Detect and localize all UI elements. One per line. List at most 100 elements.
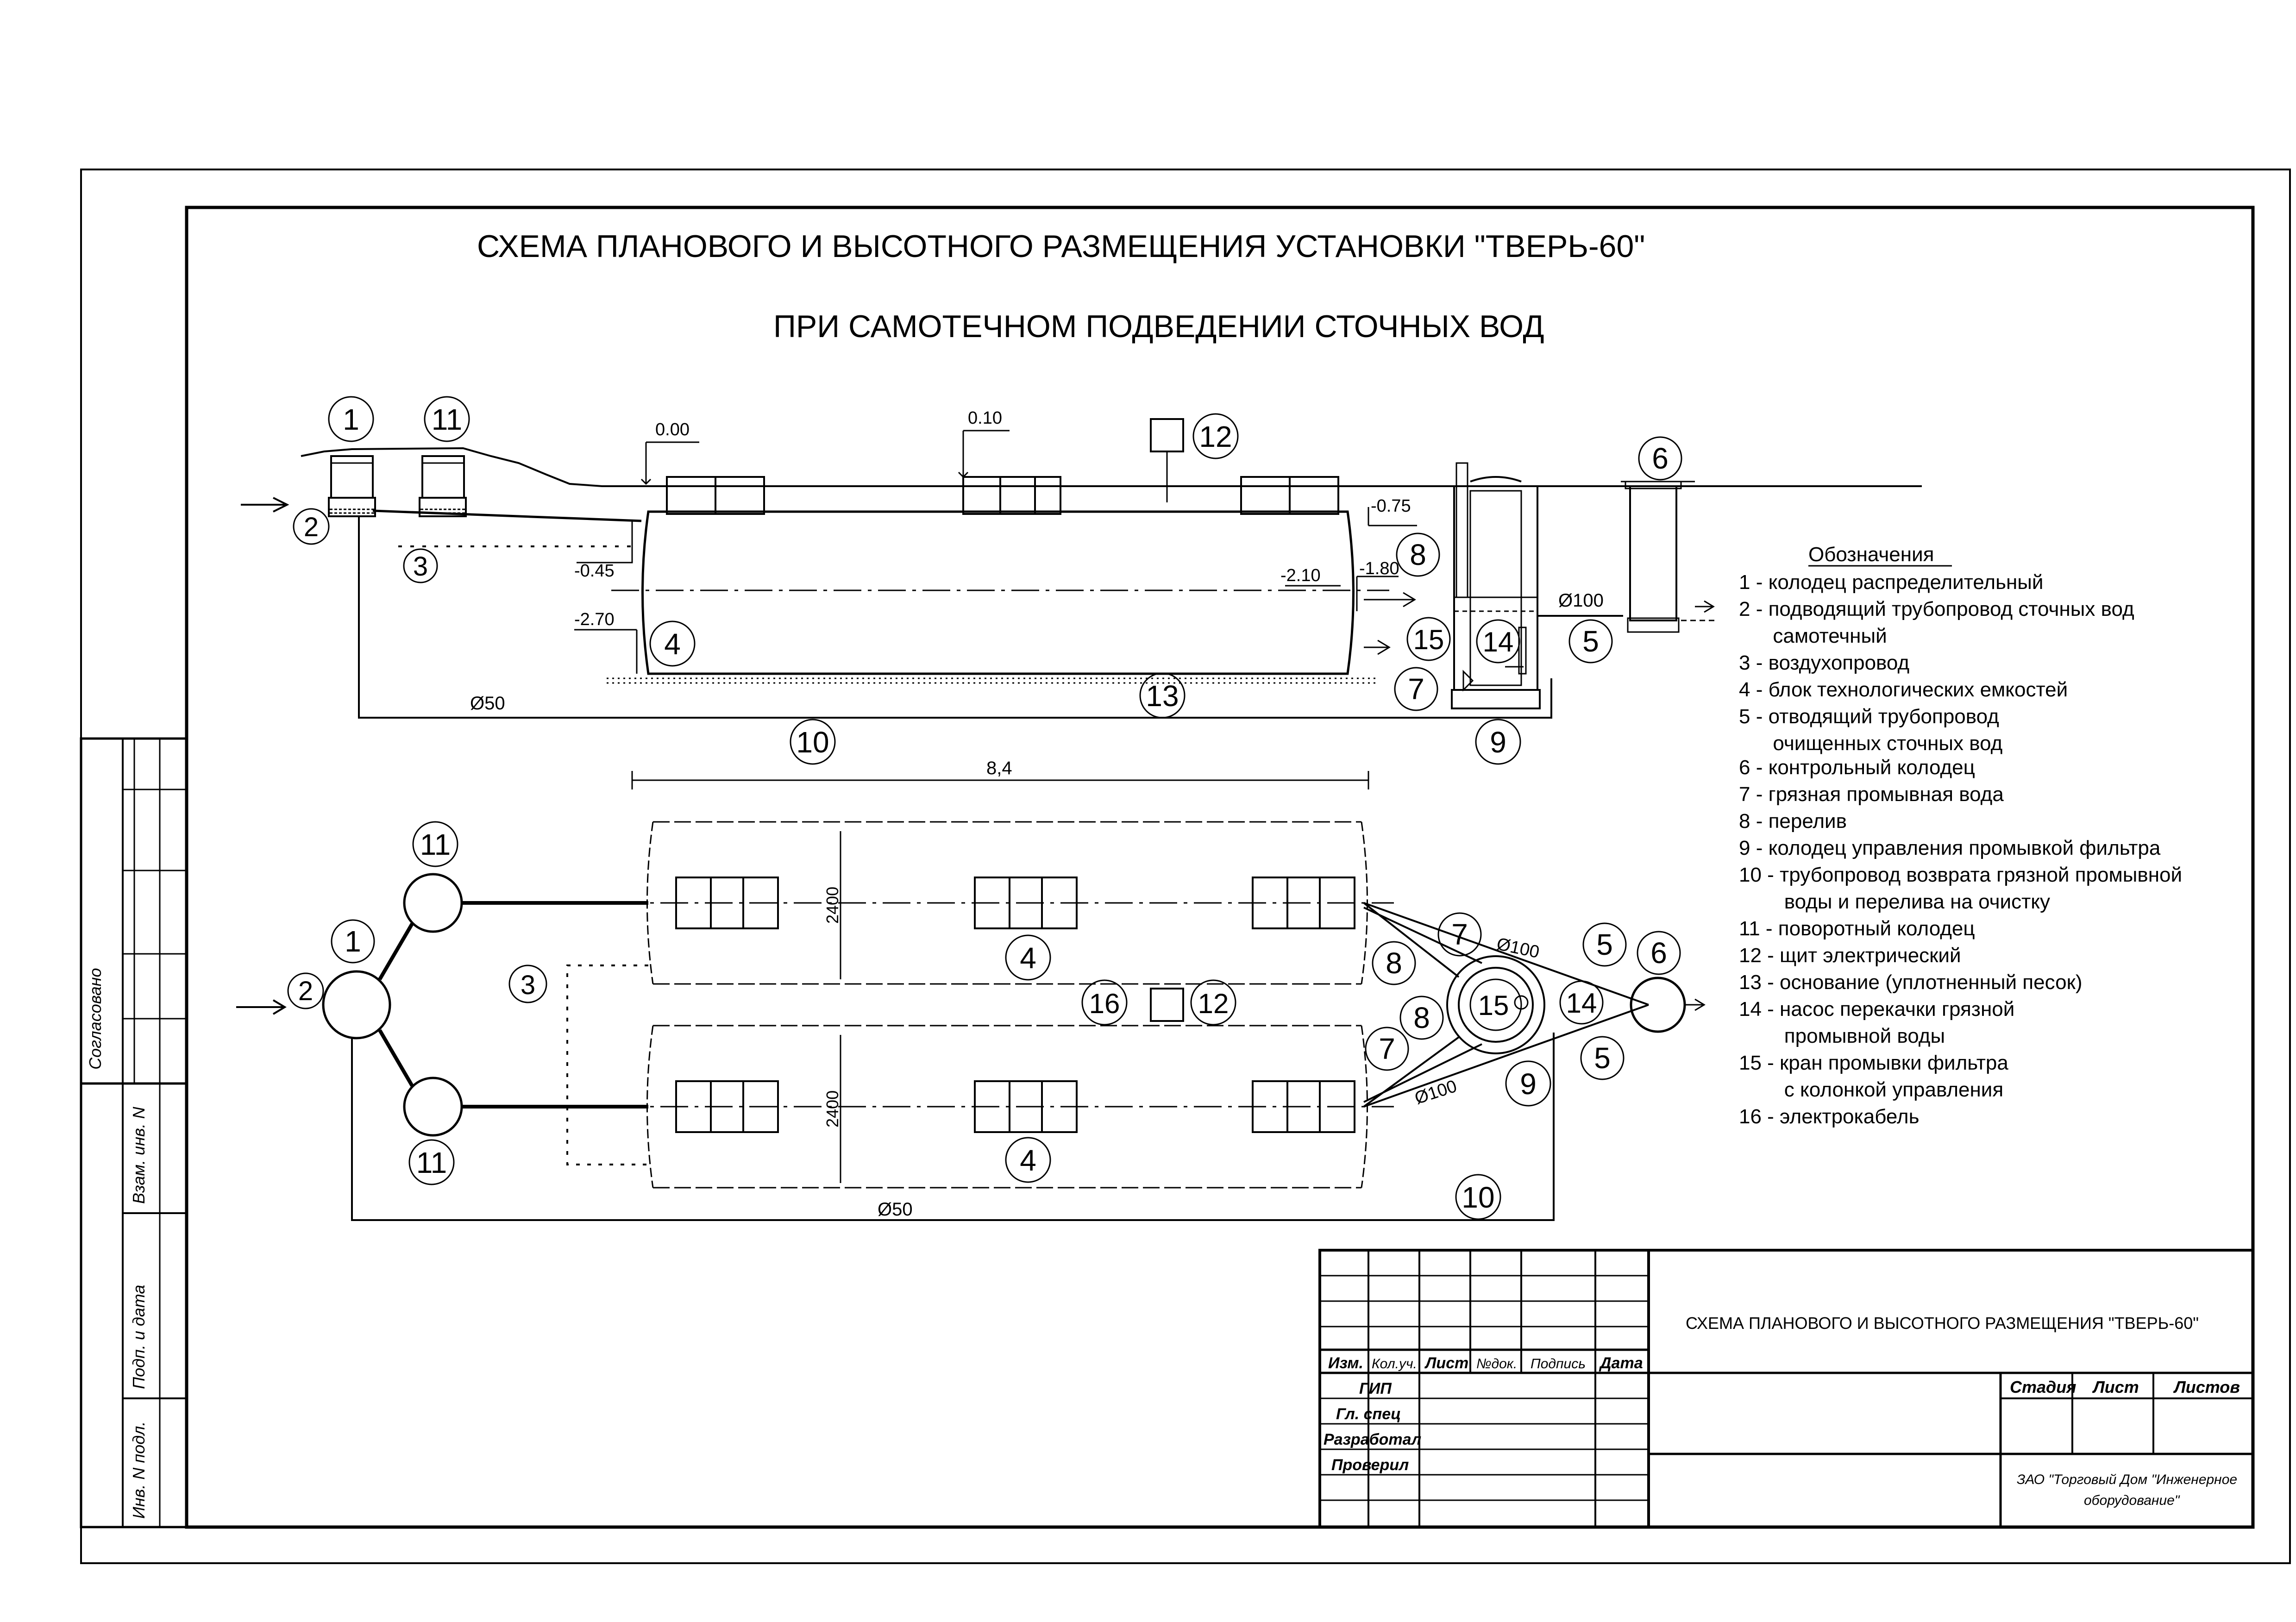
svg-text:4: 4 [664, 627, 681, 661]
callout-5-elev: 5 [1568, 619, 1613, 664]
level-minus-2-10: -2.10 [1280, 566, 1321, 585]
svg-text:1: 1 [345, 925, 361, 958]
turning-well-11 [419, 455, 467, 517]
tb-sheets: Листов [2173, 1378, 2240, 1397]
callout-4-plan-top: 4 [1005, 934, 1051, 981]
callout-1-plan: 1 [331, 919, 375, 964]
svg-text:13: 13 [1146, 679, 1179, 713]
callout-8-plan-bottom: 8 [1399, 996, 1444, 1040]
svg-text:5: 5 [1582, 625, 1599, 658]
legend-line: промывной воды [1739, 1025, 1945, 1047]
svg-text:12: 12 [1199, 420, 1232, 453]
callout-2-elev: 2 [293, 508, 330, 545]
svg-text:12: 12 [1198, 988, 1229, 1019]
callout-4-plan-bottom: 4 [1005, 1137, 1051, 1183]
callout-6-plan: 6 [1637, 931, 1681, 975]
svg-text:1: 1 [343, 403, 359, 436]
callout-9-elev: 9 [1475, 719, 1521, 765]
title-block: Изм. Кол.уч. Лист №док. Подпись Дата ГИП… [1318, 1249, 2254, 1528]
legend-line: самотечный [1739, 625, 1887, 647]
svg-text:2: 2 [304, 512, 319, 542]
svg-text:6: 6 [1652, 442, 1669, 475]
title-line-2: ПРИ САМОТЕЧНОМ ПОДВЕДЕНИИ СТОЧНЫХ ВОД [773, 309, 1544, 344]
legend-line: 16 - электрокабель [1739, 1105, 1920, 1128]
legend-line: 9 - колодец управления промывкой фильтра [1739, 837, 2161, 859]
legend-line: 12 - щит электрический [1739, 944, 1961, 967]
elev-pipe-d50: Ø50 [470, 693, 505, 714]
level-minus-0-45: -0.45 [574, 561, 615, 581]
callout-8-plan-top: 8 [1372, 941, 1416, 985]
tb-role-razrabotal: Разработал [1324, 1431, 1421, 1448]
svg-text:9: 9 [1490, 726, 1506, 759]
level-minus-1-80: -1.80 [1359, 559, 1399, 578]
callout-6-elev: 6 [1638, 436, 1682, 481]
svg-text:7: 7 [1451, 918, 1468, 951]
callout-13-elev: 13 [1139, 672, 1186, 719]
legend-line: 3 - воздухопровод [1739, 651, 1909, 674]
callouts: 1 11 2 3 4 12 13 8 1 5 14 7 5 6 9 10 11 1… [287, 396, 1682, 1220]
legend-line: 2 - подводящий трубопровод сточных вод [1739, 598, 2134, 620]
level-minus-0-75: -0.75 [1371, 496, 1411, 516]
tb-company-line-1: ЗАО "Торговый Дом "Инженерное [2017, 1472, 2237, 1487]
svg-text:2: 2 [298, 976, 313, 1006]
legend-line: очищенных сточных вод [1739, 732, 2002, 755]
vzam-inv-label: Взам. инв. N [129, 1106, 148, 1204]
plan-width-dim-top: 2400 [823, 887, 842, 924]
level-minus-2-70: -2.70 [574, 610, 615, 629]
plan-view: Ø50 2400 [236, 821, 1706, 1221]
tb-role-gip: ГИП [1359, 1380, 1392, 1397]
tb-col-koluch: Кол.уч. [1372, 1356, 1417, 1371]
plan-filter-well-inner [1458, 967, 1534, 1043]
svg-text:14: 14 [1483, 626, 1514, 658]
callout-14-elev: 14 [1476, 619, 1520, 664]
legend-line: 4 - блок технологических емкостей [1739, 678, 2068, 701]
tb-role-proveril: Проверил [1331, 1456, 1409, 1474]
callout-11-plan-top: 11 [412, 821, 458, 867]
plan-control-well-6 [1630, 977, 1686, 1033]
plan-width-dim-bottom: 2400 [823, 1090, 842, 1127]
elevation-view: 0.00 0.10 -0.75 -0.45 -2.10 -1.80 -2.70 [241, 408, 1922, 789]
svg-text:11: 11 [416, 1146, 447, 1179]
legend-line: 10 - трубопровод возврата грязной промыв… [1739, 864, 2182, 886]
distribution-well-1 [328, 455, 376, 517]
agreed-label: Согласовано [86, 968, 105, 1070]
callout-3-plan: 3 [508, 964, 547, 1003]
callout-7-elev: 7 [1394, 667, 1438, 711]
legend-line: 13 - основание (уплотненный песок) [1739, 971, 2082, 994]
tb-col-list: Лист [1424, 1354, 1468, 1372]
side-stamp: Согласовано Взам. инв. N Подп. и дата Ин… [80, 737, 188, 1528]
inv-podl-label: Инв. N подл. [129, 1422, 148, 1519]
plan-well-1 [322, 970, 391, 1040]
legend-line: 7 - грязная промывная вода [1739, 783, 2004, 806]
legend-line: 6 - контрольный колодец [1739, 756, 1975, 779]
callout-3-elev: 3 [403, 548, 438, 583]
tb-company-line-2: оборудование" [2084, 1493, 2180, 1508]
svg-text:3: 3 [413, 551, 428, 582]
level-0-00: 0.00 [655, 420, 690, 439]
tb-col-ndok: №док. [1476, 1356, 1517, 1371]
plan-pipe-d50: Ø50 [878, 1199, 913, 1220]
svg-text:4: 4 [1020, 1144, 1036, 1177]
tb-col-izm: Изм. [1328, 1354, 1363, 1372]
legend-line: с колонкой управления [1739, 1078, 2003, 1101]
svg-text:16: 16 [1089, 988, 1120, 1019]
svg-text:10: 10 [796, 726, 829, 759]
svg-text:11: 11 [432, 403, 462, 436]
filter-control-well-9 [1451, 462, 1541, 709]
svg-text:7: 7 [1379, 1032, 1395, 1065]
legend-line: 8 - перелив [1739, 810, 1847, 833]
svg-text:5: 5 [1596, 928, 1613, 961]
callout-2-plan: 2 [287, 972, 324, 1009]
svg-text:14: 14 [1566, 988, 1597, 1019]
level-markers: 0.00 0.10 -0.75 -0.45 -2.10 -1.80 -2.70 [574, 408, 1417, 674]
tb-sheet-title: СХЕМА ПЛАНОВОГО И ВЫСОТНОГО РАЗМЕЩЕНИЯ "… [1686, 1314, 2199, 1333]
callout-10-plan: 10 [1455, 1174, 1501, 1220]
callout-4-elev: 4 [649, 620, 696, 667]
tank-hatches [666, 476, 1339, 515]
svg-text:4: 4 [1020, 941, 1036, 975]
callout-5-plan-top: 5 [1582, 922, 1627, 967]
svg-text:7: 7 [1408, 672, 1424, 706]
legend-title: Обозначения [1808, 543, 1934, 566]
legend-line: воды и перелива на очистку [1739, 890, 2050, 913]
plan-well-11-bottom [403, 1077, 463, 1137]
